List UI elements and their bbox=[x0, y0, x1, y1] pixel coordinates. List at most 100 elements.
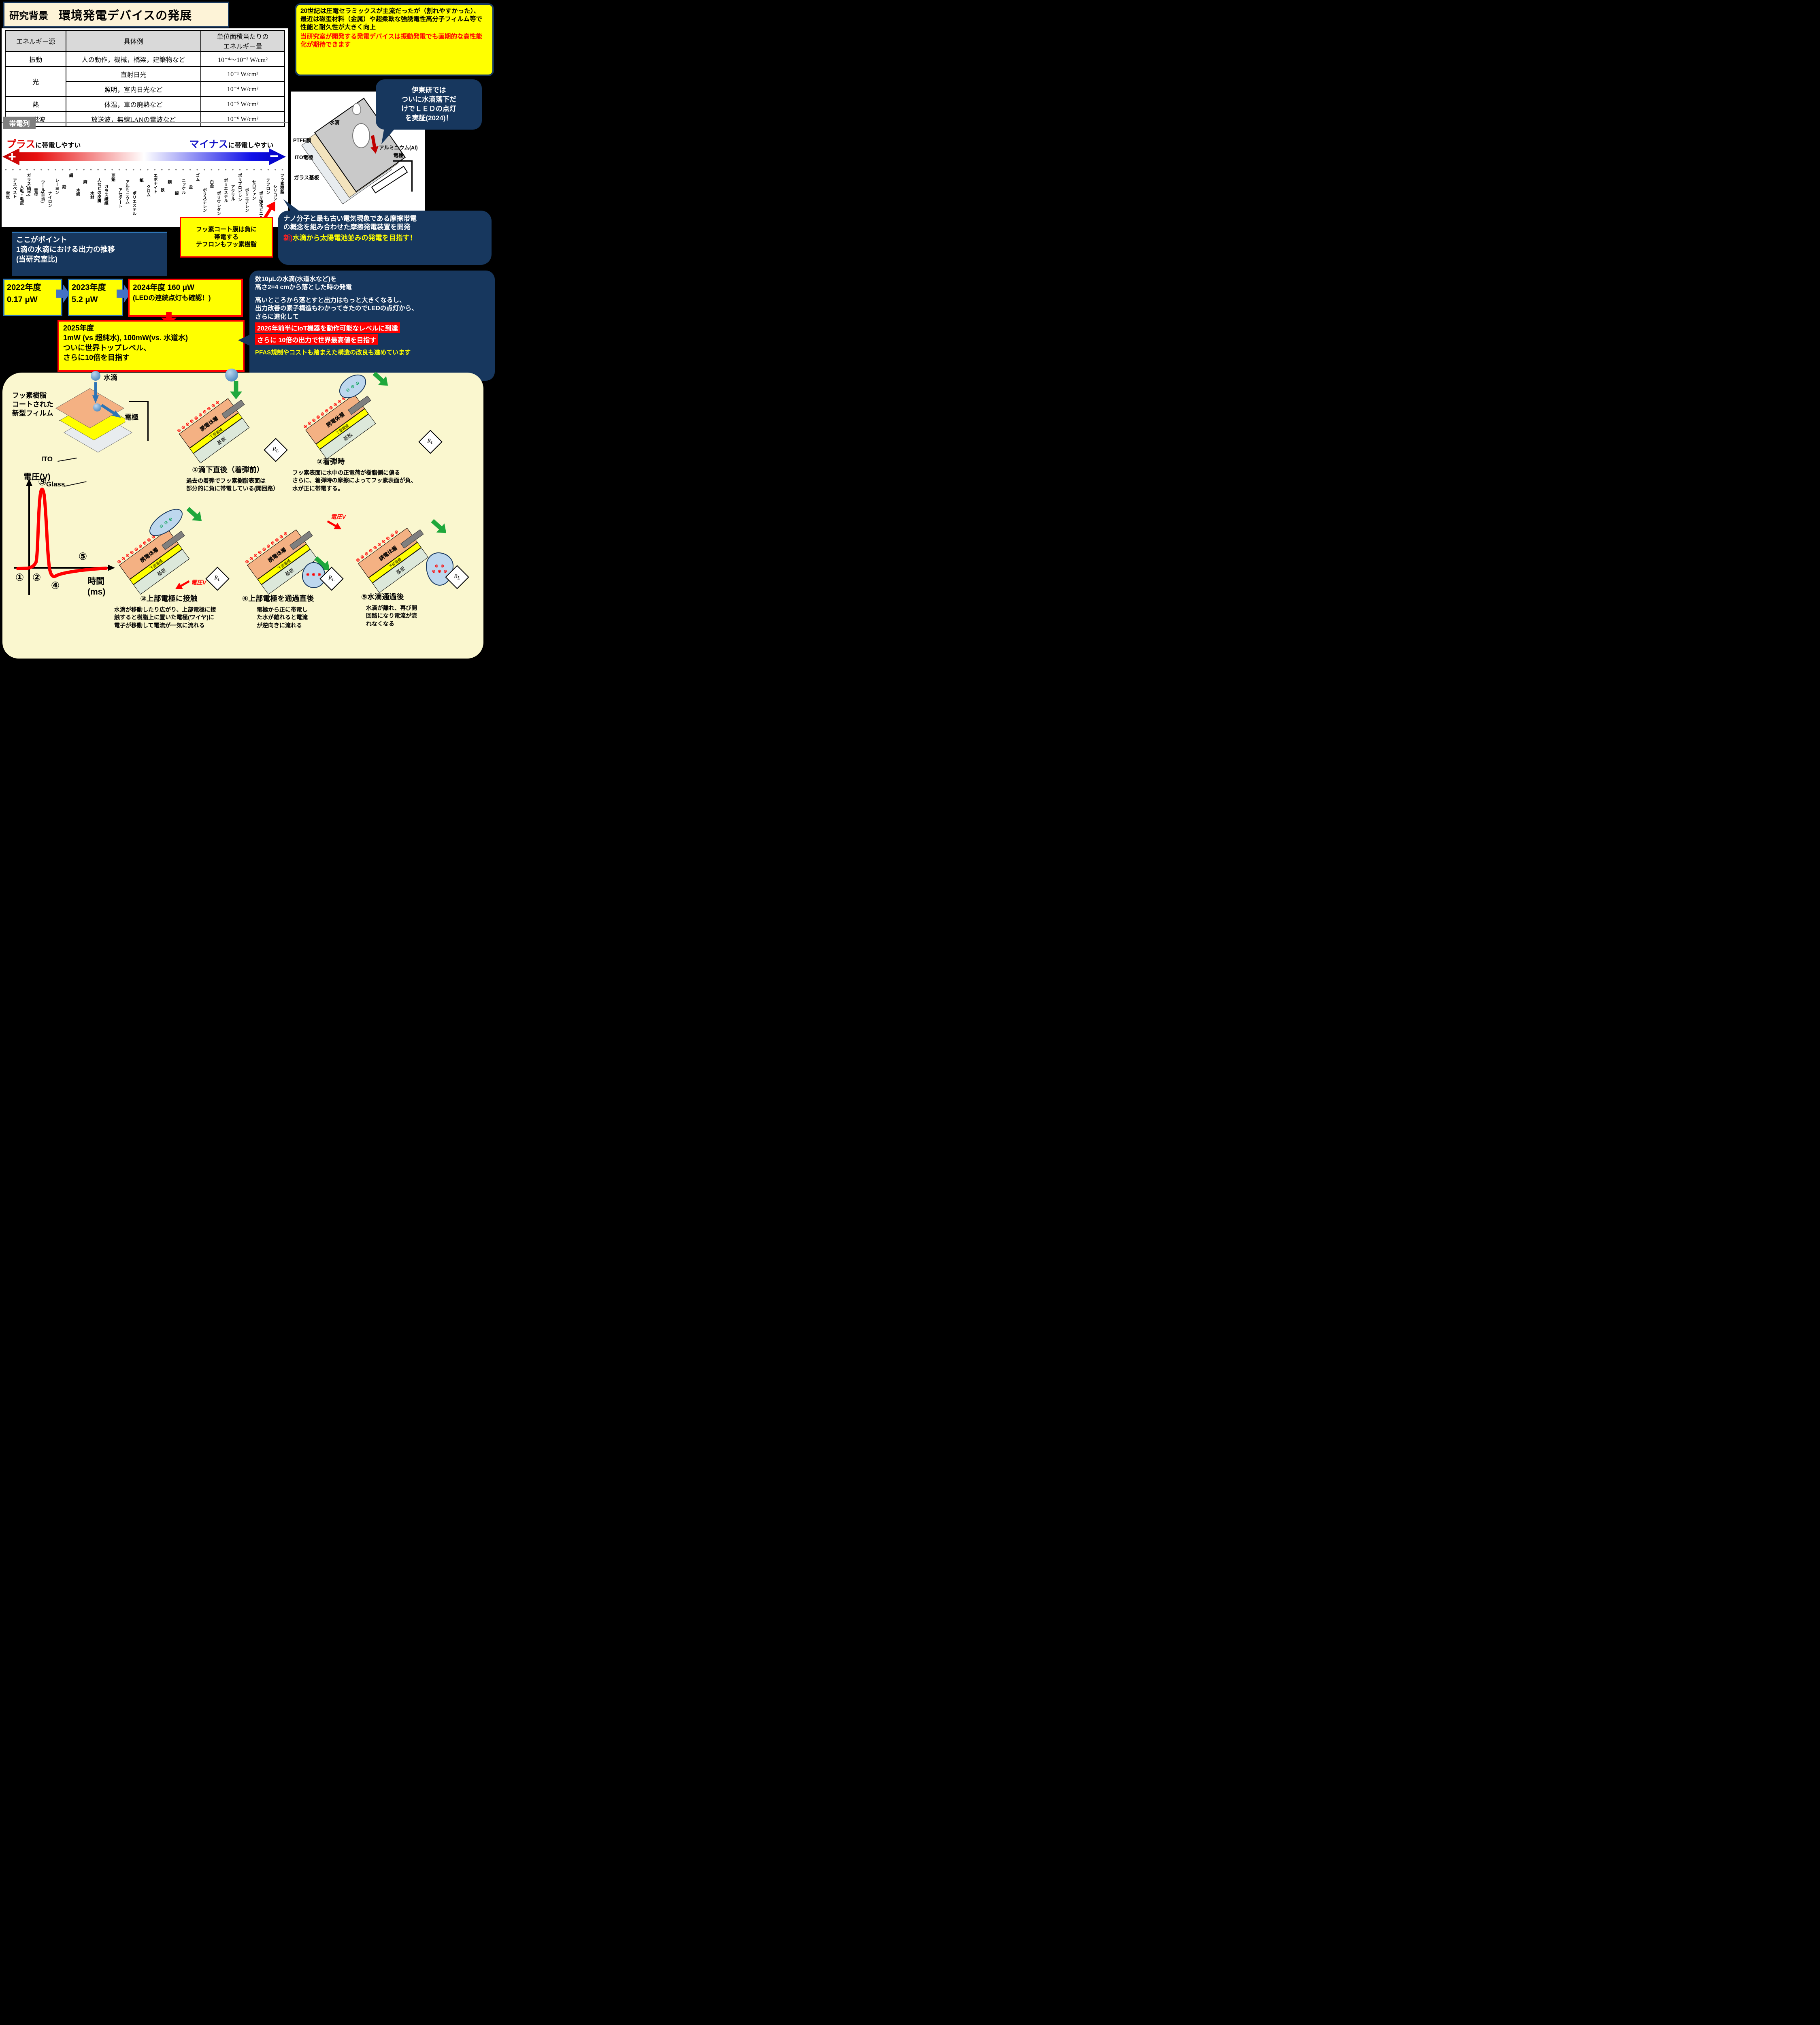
tribo-material-label: ポリウレタン bbox=[216, 191, 221, 215]
cell-example: 人の動作，機械，橋梁，建築物など bbox=[66, 51, 201, 67]
minus-charge-label: マイナスに帯電しやすい bbox=[189, 136, 273, 150]
tribo-material-label: エボナイト bbox=[152, 173, 157, 194]
col-header-source: エネルギー源 bbox=[4, 30, 67, 52]
year-label: 2023年度 bbox=[72, 283, 106, 292]
water-charge-minus: ⊖ ⊖ ⊖ bbox=[345, 380, 361, 393]
device-illustration: ⊕⊕⊕⊕⊕⊕⊕⊕⊕⊕誘電体層下部電極基板⊕ ⊕ ⊕ ⊕ ⊕RL bbox=[345, 509, 471, 593]
tribo-dot: ● bbox=[104, 168, 106, 171]
landed-drop-icon bbox=[93, 403, 101, 411]
point-line: (当研究室比) bbox=[16, 255, 57, 263]
graph-ylabel: 電圧(V) bbox=[23, 472, 51, 482]
voltage-label: 電圧V bbox=[191, 579, 206, 586]
year-value: 0.17 μW bbox=[7, 295, 38, 304]
water-drop-icon: ⊕ ⊕ ⊕ bbox=[302, 562, 326, 588]
stage-description: 水滴が移動したり広がり、上部電極に接 触すると樹脂上に置いた電極(ワイヤ)に 電… bbox=[114, 606, 216, 629]
cell-example: 体温，車の廃熱など bbox=[66, 96, 201, 112]
load-resistor-label: RL bbox=[328, 575, 334, 582]
table-row: 振動 人の動作，機械，橋梁，建築物など 10⁻⁴～10⁻³ W/cm² bbox=[4, 51, 285, 67]
tribo-material-label: 銀 bbox=[174, 191, 178, 195]
tribo-material-label: 鉄 bbox=[160, 188, 164, 192]
tribo-material-label: 鉛 bbox=[61, 185, 66, 189]
tribo-dot: ● bbox=[196, 168, 198, 171]
tribo-material-label: セロファン bbox=[251, 180, 256, 200]
nano-goal-line: 新)水滴から太陽電池並みの発電を目指す！ bbox=[283, 232, 489, 242]
new-prefix: 新) bbox=[283, 234, 293, 242]
tribo-dot: ● bbox=[139, 168, 142, 171]
tribo-material-label: ポリエステル bbox=[131, 191, 136, 215]
tribo-dot: ● bbox=[246, 168, 248, 171]
tribo-dot: ● bbox=[111, 168, 113, 171]
cell-source: 熱 bbox=[4, 96, 67, 112]
rl-main: R bbox=[454, 573, 458, 580]
stage-title: ⑤水滴通過後 bbox=[361, 593, 404, 601]
ito-label: ITO bbox=[41, 455, 53, 463]
droplet-arrow-icon bbox=[428, 516, 450, 537]
tribo-dot: ● bbox=[260, 168, 262, 171]
leader-line bbox=[57, 457, 77, 462]
tribo-material-label: 人毛・毛皮 bbox=[19, 185, 23, 205]
voltage-label: 電圧V bbox=[330, 514, 346, 520]
stage-description: フッ素表面に水中の正電荷が樹脂側に偏る さらに、着弾時の摩擦によってフッ素表面が… bbox=[292, 469, 417, 492]
plus-charge-label: プラスに帯電しやすい bbox=[6, 136, 81, 150]
mechanism-panel: フッ素樹脂 コートされた 新型フィルム 水滴 電極 ITO Glass 電圧(V… bbox=[2, 369, 483, 659]
film-label: フッ素樹脂 コートされた 新型フィルム bbox=[12, 392, 53, 418]
circuit-wire bbox=[129, 401, 149, 441]
tribo-dot: ● bbox=[5, 168, 7, 171]
tribo-material-label: シリコン bbox=[272, 185, 277, 201]
ito-lab-bubble: 伊東研では ついに水滴落下だ けでＬＥＤの点灯 を実証(2024)！ bbox=[376, 79, 482, 130]
cell-energy: 10⁻⁴～10⁻³ W/cm² bbox=[200, 51, 285, 67]
cell-energy: 10⁻⁵ W/cm² bbox=[200, 96, 285, 112]
water-charge-plus: ⊕ ⊕ ⊕ ⊕ ⊕ bbox=[432, 563, 448, 574]
load-resistor: RL bbox=[205, 567, 230, 591]
ptfe-label: PTFE膜 bbox=[293, 138, 311, 143]
tribo-material-label: 紙 bbox=[138, 178, 143, 182]
load-resistor: RL bbox=[264, 438, 288, 462]
plus-suffix: に帯電しやすい bbox=[35, 142, 81, 149]
page-title: 環境発電デバイスの発展 bbox=[59, 9, 192, 22]
tribo-dot: ● bbox=[189, 168, 192, 171]
tribo-dot: ● bbox=[182, 168, 184, 171]
tribo-dot: ● bbox=[40, 168, 43, 171]
tribo-dot: ● bbox=[281, 168, 283, 171]
fluoro-line: 帯電する bbox=[214, 233, 238, 241]
tribo-dot: ● bbox=[76, 168, 78, 171]
water-drop-icon bbox=[91, 371, 100, 381]
tribo-dots: ●●●●●●●●●●●●●●●●●●●●●●●●●●●●●●●●●●●●●●●● bbox=[5, 168, 283, 171]
tribo-material-label: ポリエチレン bbox=[244, 188, 249, 212]
table-row: 電磁波 放送波，無線LANの電波など 10⁻⁶ W/cm² bbox=[4, 111, 285, 127]
droplet-arrow-icon bbox=[184, 504, 206, 525]
point-line: ここがポイント bbox=[16, 236, 67, 244]
electrode-label: 電極 bbox=[125, 411, 138, 422]
tribo-dot: ● bbox=[97, 168, 99, 171]
tribo-material-label: ゴム bbox=[195, 173, 200, 181]
tribo-material-label: 空気 bbox=[5, 191, 9, 199]
tribo-material-label: ポリスチレン bbox=[202, 188, 206, 212]
year-label: 2022年度 bbox=[7, 283, 41, 292]
minus-suffix: に帯電しやすい bbox=[228, 142, 274, 149]
marker-2: ② bbox=[32, 572, 41, 583]
year-2025-box: 2025年度 1mW (vs 超純水), 100mW(vs. 水道水) ついに世… bbox=[57, 320, 245, 372]
minus-word: マイナス bbox=[189, 139, 228, 150]
substrate-label: 基板 bbox=[395, 565, 406, 576]
stage-title: ①滴下直後（着弾前） bbox=[192, 466, 264, 474]
circuit-wire bbox=[393, 160, 413, 192]
substrate-label: 基板 bbox=[156, 567, 167, 578]
detail-para1: 数10μLの水滴(水道水など)を 高さ2=4 cmから落とした時の発電 bbox=[255, 276, 352, 291]
tribo-dot: ● bbox=[210, 168, 213, 171]
droplet-label: 水滴 bbox=[330, 120, 340, 126]
rl-sub: L bbox=[458, 575, 460, 581]
tribo-dot: ● bbox=[83, 168, 85, 171]
year-2024-result: 2024年度 160 μW bbox=[133, 284, 195, 292]
tribo-material-label: 銅 bbox=[166, 180, 171, 184]
nano-concept-bubble: ナノ分子と最も古い電気現象である摩擦帯電 の概念を組み合わせた摩擦発電装置を開発… bbox=[278, 211, 492, 265]
fluoro-line: フッ素コート膜は負に bbox=[196, 226, 257, 233]
load-resistor-label: RL bbox=[214, 575, 220, 582]
stage-title: ③上部電極に接触 bbox=[140, 595, 198, 603]
tribo-dot: ● bbox=[26, 168, 28, 171]
load-resistor-label: RL bbox=[427, 438, 433, 446]
device-illustration: ⊕⊕⊕⊕⊕⊕⊕⊕⊕⊕誘電体層下部電極基板⊖ ⊖ ⊖RL bbox=[292, 375, 445, 460]
water-charge-minus: ⊖ ⊖ ⊖ bbox=[158, 516, 174, 529]
tribo-material-label: ガラス繊維 bbox=[103, 185, 108, 205]
